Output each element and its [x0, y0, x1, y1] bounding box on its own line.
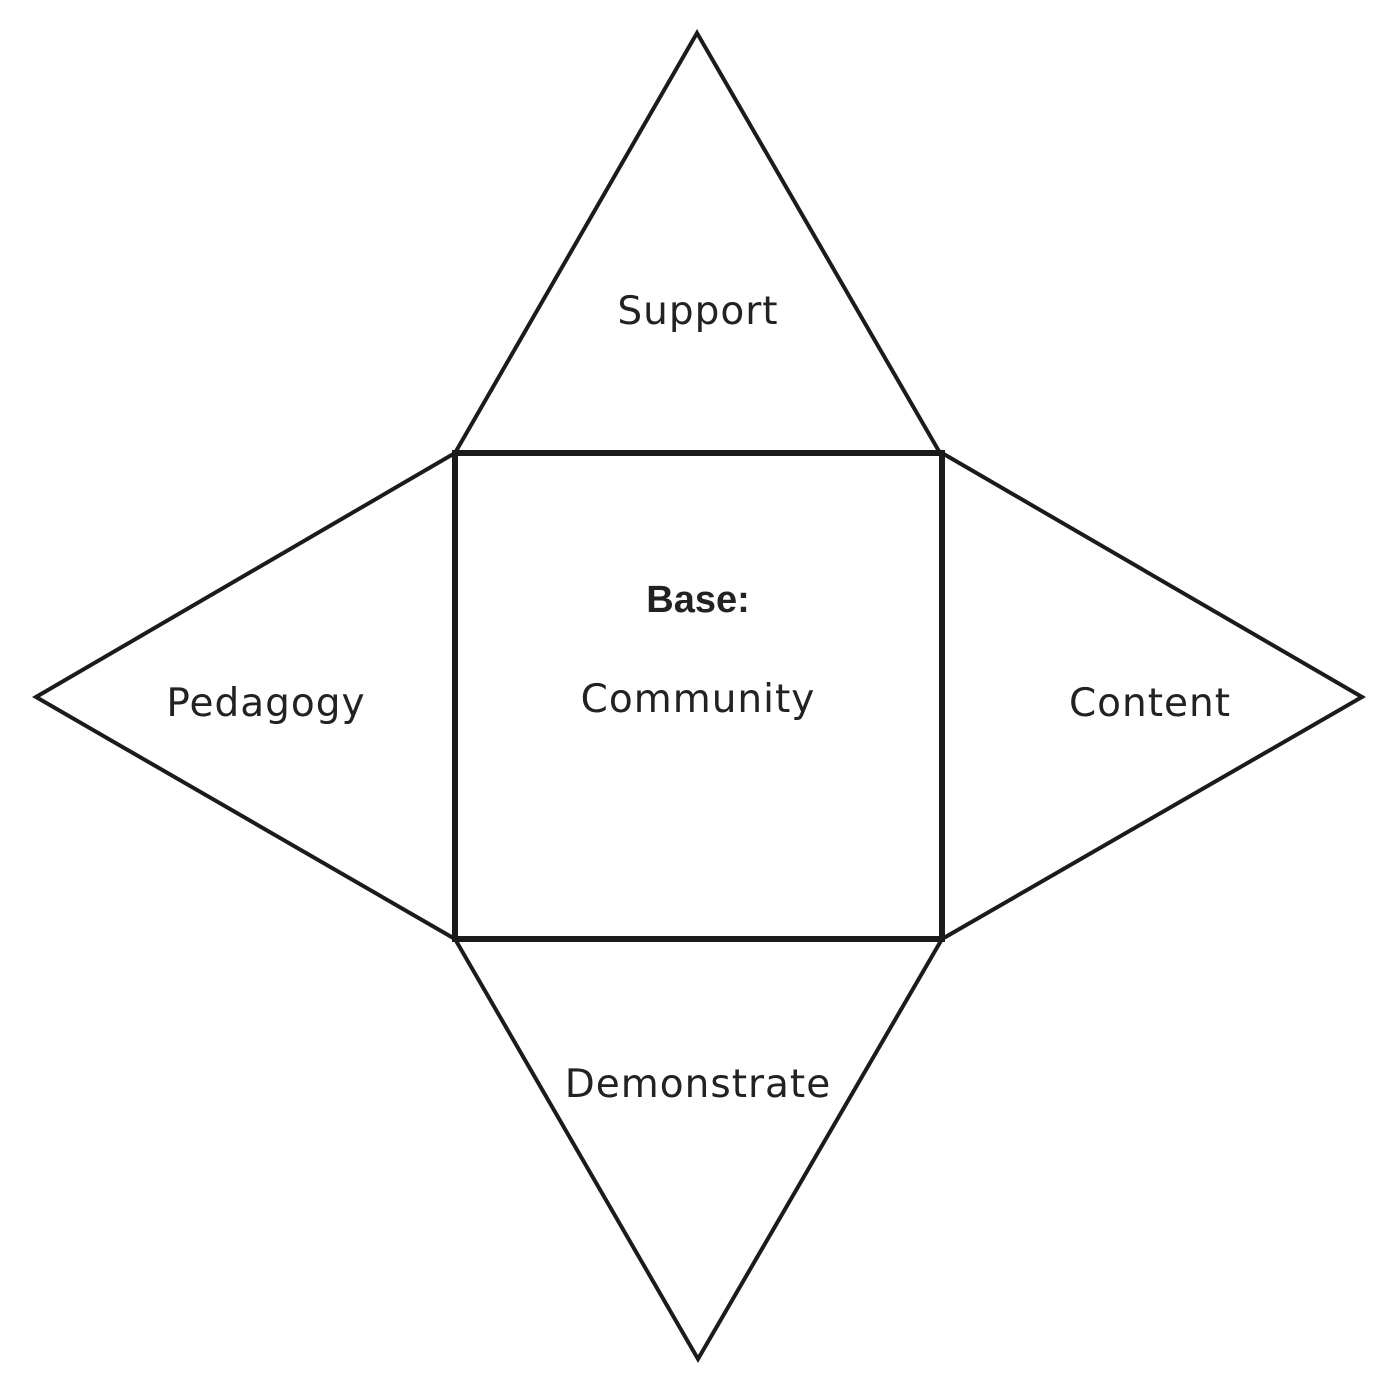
face-top-label: Support — [617, 289, 778, 334]
face-left-label: Pedagogy — [166, 681, 365, 726]
base-label: Community — [581, 677, 816, 722]
face-right-label: Content — [1069, 681, 1231, 726]
base-heading: Base: — [646, 579, 750, 621]
face-bottom-label: Demonstrate — [565, 1062, 831, 1107]
base-square — [452, 450, 945, 942]
face-top-triangle — [451, 29, 944, 455]
face-bottom-triangle — [451, 937, 946, 1363]
